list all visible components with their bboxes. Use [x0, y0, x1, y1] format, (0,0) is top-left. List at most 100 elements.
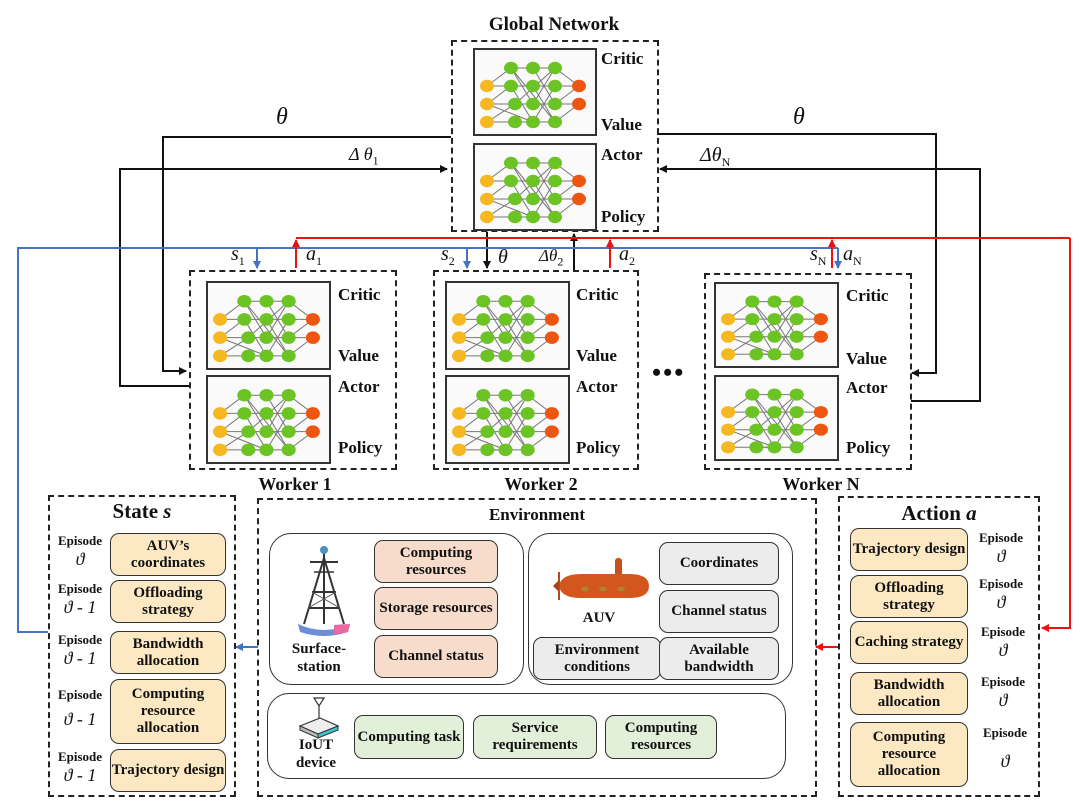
nn-hidden-node	[789, 295, 804, 308]
nn-hidden-node	[789, 441, 804, 454]
nn-input-node	[213, 425, 228, 438]
episode-label: Episode	[57, 632, 103, 647]
nn-output-node	[305, 425, 320, 438]
nn-hidden-node	[241, 443, 256, 457]
auv-item-environment-conditions: Environment conditions	[533, 637, 661, 680]
nn-edge	[532, 180, 556, 218]
nn-input-node	[452, 331, 467, 344]
nn-hidden-node	[526, 210, 540, 224]
delta-theta-1-label: Δ θ1	[349, 144, 379, 169]
nn-hidden-node	[504, 174, 518, 188]
a-symbol: a	[843, 243, 853, 265]
nn-hidden-node	[548, 97, 562, 111]
nn-hidden-node	[520, 313, 535, 326]
nn-hidden-node	[504, 156, 518, 170]
delta-text: Δθ	[539, 246, 558, 265]
nn-input-node	[452, 407, 467, 420]
nn-edge	[751, 394, 798, 448]
worker2-label: Worker 2	[504, 474, 578, 494]
nn-hidden-node	[498, 349, 513, 363]
nn-hidden-node	[789, 330, 804, 343]
delta-sub: 2	[557, 254, 564, 269]
nn-hidden-node	[259, 313, 274, 326]
nn-output-node	[544, 313, 559, 326]
nn-hidden-node	[241, 349, 256, 363]
nn-edge	[532, 85, 556, 123]
episode-symbol: ϑ	[998, 690, 1008, 710]
episode-symbol: ϑ - 1	[63, 765, 97, 785]
nn-hidden-node	[548, 115, 562, 129]
nn-hidden-node	[498, 294, 513, 308]
global-network-title: Global Network	[488, 14, 620, 35]
nn-output-node	[305, 407, 320, 420]
nn-input-node	[213, 407, 228, 420]
global-network-box: Critic Value Actor Policy	[451, 40, 659, 232]
global-actor-network	[473, 143, 597, 231]
worker1-critic-network	[206, 281, 331, 370]
worker2-action-label: a2	[619, 243, 635, 269]
workerN-actor-network	[714, 375, 839, 461]
nn-hidden-node	[789, 406, 804, 419]
nn-input-node	[721, 441, 736, 454]
nn-hidden-node	[281, 294, 296, 308]
action-title: Action a	[840, 501, 1038, 526]
nn-output-node	[813, 406, 828, 419]
delta-theta-n-label: ΔθN	[700, 144, 730, 170]
auv-group: AUV Coordinates Channel status Environme…	[528, 533, 793, 685]
nn-edge	[458, 337, 506, 357]
nn-input-node	[213, 443, 228, 457]
nn-hidden-node	[480, 443, 495, 457]
nn-hidden-node	[476, 388, 491, 402]
s-sub: N	[817, 254, 827, 268]
nn-hidden-node	[749, 441, 764, 454]
episode-label: Episode	[982, 725, 1028, 740]
nn-hidden-node	[281, 407, 296, 420]
worker1-value-label: Value	[338, 346, 379, 365]
workerN-state-label: sN	[810, 243, 826, 269]
nn-hidden-node	[508, 115, 522, 129]
nn-input-node	[721, 330, 736, 343]
nn-hidden-node	[789, 388, 804, 401]
nn-hidden-node	[281, 349, 296, 363]
nn-hidden-node	[498, 331, 513, 344]
workerN-critic-network	[714, 282, 839, 368]
nn-edge	[486, 103, 534, 123]
nn-hidden-node	[749, 330, 764, 343]
nn-hidden-node	[520, 425, 535, 438]
auv-submarine-icon	[553, 558, 649, 600]
nn-hidden-node	[548, 210, 562, 224]
nn-input-node	[721, 313, 736, 326]
s-sub: 1	[238, 254, 245, 268]
nn-edge	[219, 431, 267, 451]
nn-input-node	[480, 115, 494, 129]
nn-hidden-node	[526, 79, 540, 93]
nn-hidden-node	[526, 115, 540, 129]
workerN-actor-label: Actor	[846, 378, 888, 397]
state-item-computing-resource-allocation: Computing resource allocation	[110, 679, 226, 744]
state-item-auv-coordinates: AUV’s coordinates	[110, 533, 226, 576]
action-item-trajectory-design: Trajectory design	[850, 528, 968, 571]
global-value-label: Value	[601, 115, 642, 134]
nn-hidden-node	[520, 331, 535, 344]
episode-symbol: ϑ	[1000, 751, 1010, 771]
nn-input-node	[452, 425, 467, 438]
nn-hidden-node	[745, 388, 760, 401]
nn-edge	[532, 67, 556, 105]
environment-box: Environment Surface-station Computing re…	[257, 498, 817, 797]
iout-device-icon	[298, 697, 340, 739]
surface-item-storage-resources: Storage resources	[374, 587, 498, 630]
nn-edge	[751, 301, 798, 355]
nn-hidden-node	[281, 425, 296, 438]
nn-hidden-node	[520, 407, 535, 420]
nn-hidden-node	[789, 313, 804, 326]
action-title-symbol: a	[966, 501, 977, 525]
nn-hidden-node	[767, 388, 782, 401]
nn-edge	[482, 300, 529, 357]
nn-edge	[774, 301, 798, 337]
surface-station-icon	[298, 546, 350, 636]
nn-input-node	[213, 313, 228, 326]
nn-output-node	[572, 174, 586, 188]
